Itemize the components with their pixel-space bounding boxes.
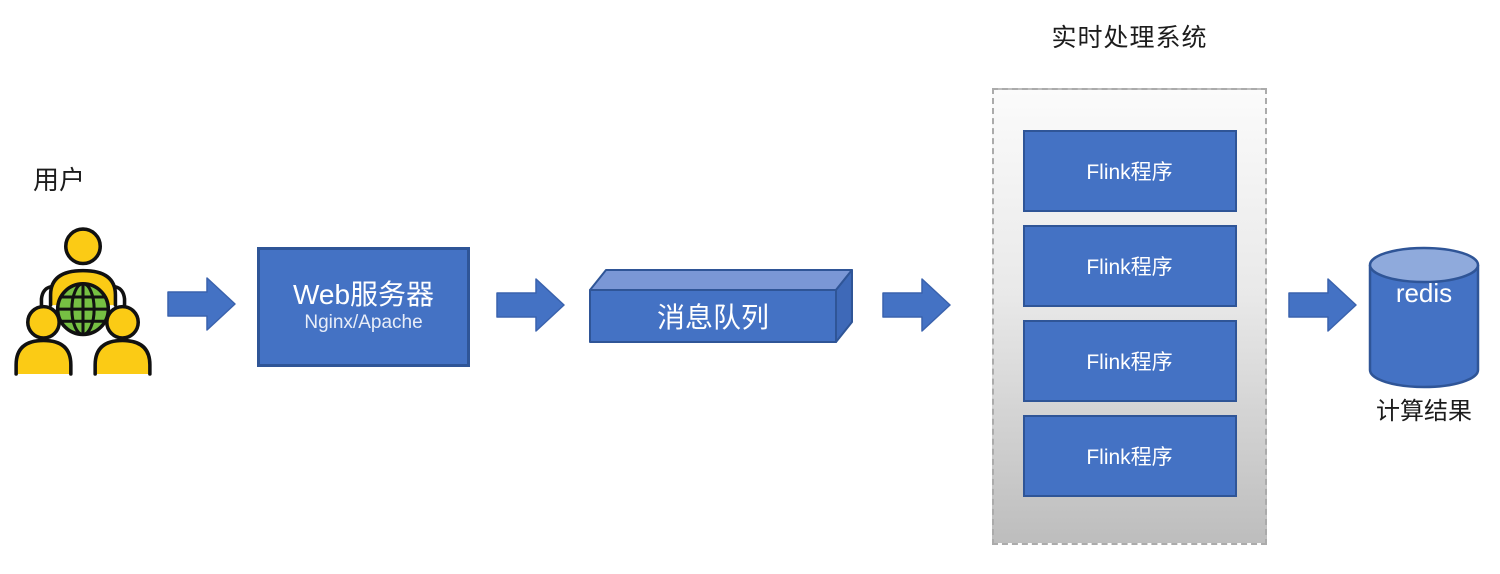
redis-caption: 计算结果 (1376, 398, 1472, 425)
web-server-title: Web服务器 (292, 279, 435, 310)
flow-arrow-2 (496, 277, 566, 333)
processing-system-title: 实时处理系统 (1051, 24, 1208, 52)
flink-program-box-1: Flink程序 (1022, 130, 1237, 212)
web-server-subtitle: Nginx/Apache (304, 312, 423, 333)
message-queue-label: 消息队列 (656, 302, 769, 333)
flow-arrow-4 (1288, 277, 1358, 333)
redis-label: redis (1395, 278, 1453, 308)
flink-program-box-3: Flink程序 (1022, 320, 1237, 402)
flink-program-box-4: Flink程序 (1022, 415, 1237, 497)
user-group-globe-icon (12, 224, 154, 381)
web-server-node: Web服务器 Nginx/Apache (257, 247, 470, 367)
flow-arrow-1 (167, 276, 237, 332)
processing-system-container: Flink程序 Flink程序 Flink程序 Flink程序 (992, 88, 1267, 545)
users-label: 用户 (33, 165, 86, 195)
redis-node (1366, 243, 1482, 398)
flink-program-box-2: Flink程序 (1022, 225, 1237, 307)
message-queue-node (588, 268, 856, 351)
flow-arrow-3 (882, 277, 952, 333)
